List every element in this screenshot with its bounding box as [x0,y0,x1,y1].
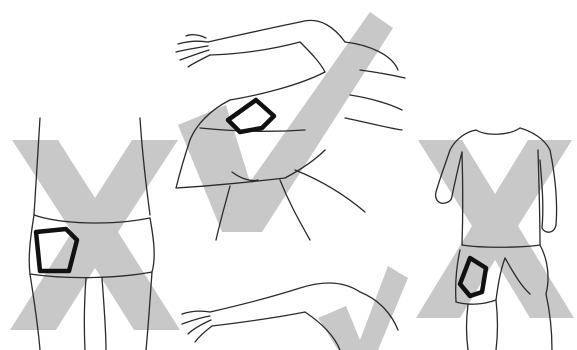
sensor-patch-center [228,100,274,132]
cross-mark-right [416,140,574,318]
check-mark-bottom [318,266,408,350]
